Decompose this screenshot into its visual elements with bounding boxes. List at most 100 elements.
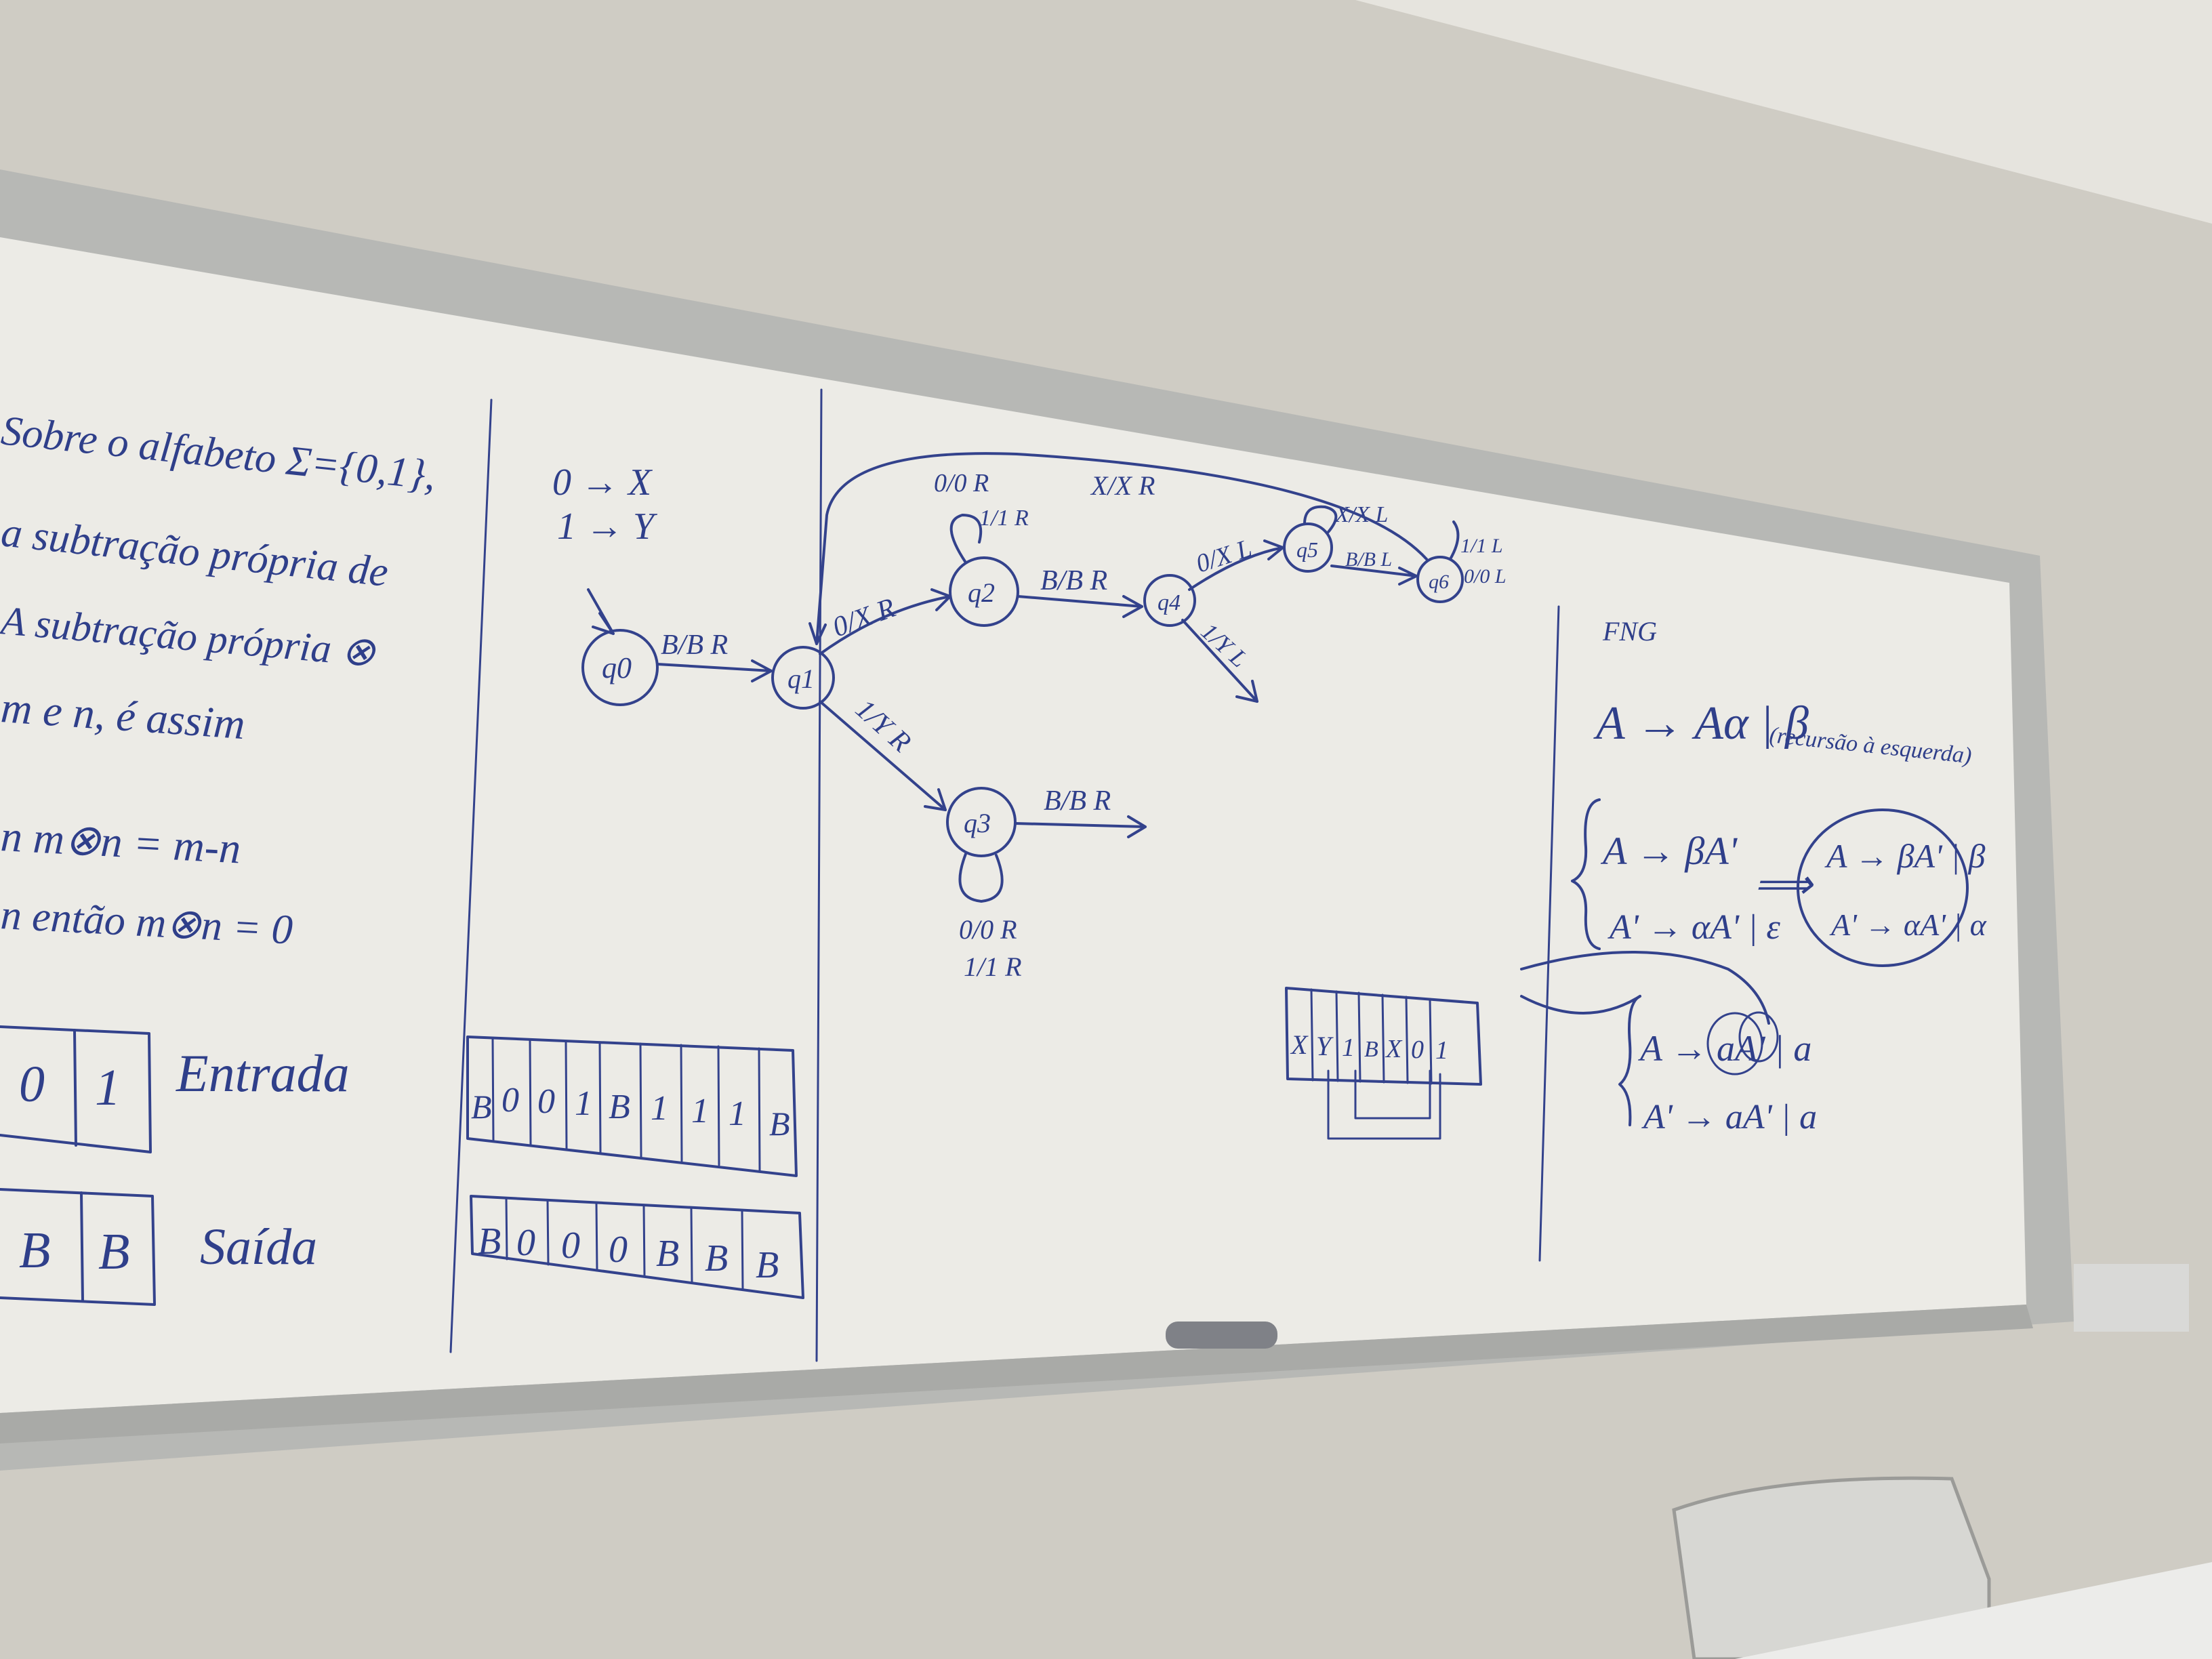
- tape-cell: 1: [575, 1084, 592, 1123]
- edge-q1-q2: [819, 588, 951, 655]
- circled-term: [1706, 1012, 1763, 1076]
- ceiling: [1355, 0, 2212, 224]
- grammar-line: A' → αA' | α: [1829, 907, 1987, 942]
- implies-arrow: ⟹: [1754, 862, 1814, 907]
- tape-cell: B: [656, 1233, 679, 1275]
- small-tape: [1285, 987, 1482, 1086]
- state-q0: [581, 629, 659, 706]
- brace: [1571, 798, 1601, 950]
- edge-label: X/X R: [1090, 470, 1155, 501]
- edge-q1-q3: [819, 700, 947, 811]
- mapping-line: 0 → X: [552, 462, 653, 504]
- wavy-separator: [1520, 951, 1770, 1025]
- mapping-line: 1 → Y: [557, 506, 658, 548]
- grammar-line: A → βA': [1600, 829, 1738, 873]
- edge-q2-q4: [1017, 595, 1143, 618]
- loop-q6: [1449, 520, 1460, 560]
- frame-bracket: [2074, 1264, 2189, 1332]
- tape-cell: 1: [1435, 1036, 1448, 1065]
- tape-cell: X: [1385, 1035, 1403, 1063]
- loop-q2: [949, 514, 983, 564]
- edge-label: B/B R: [1040, 565, 1107, 596]
- tape-cell: 1: [691, 1092, 709, 1130]
- table-corner: [1735, 1562, 2212, 1659]
- edge-q3-out: [1014, 815, 1147, 838]
- edge-label: 0/0 R: [934, 469, 989, 497]
- middle-panel: 0 → X 1 → Y B 0 0 1 B 1 1 1 B B 0 0 0 B …: [466, 462, 804, 1299]
- panel-heading: FNG: [1602, 616, 1657, 647]
- tape-cell: 1: [95, 1059, 121, 1116]
- loop-q3: [958, 853, 1004, 903]
- tape-cell: B: [609, 1088, 630, 1126]
- state-label: q3: [964, 808, 991, 838]
- tape-cell: B: [478, 1221, 501, 1263]
- brace: [1618, 995, 1641, 1126]
- tape-output: [470, 1195, 804, 1299]
- edge-label: 0/0 L: [1464, 565, 1507, 588]
- tape-cell: B: [98, 1223, 129, 1280]
- tape-cell: B: [471, 1088, 492, 1126]
- edge-label: B/B R: [661, 630, 728, 661]
- state-label: q5: [1296, 537, 1318, 562]
- tape-cell: B: [769, 1105, 790, 1143]
- edge-label: 1/1 R: [979, 506, 1029, 531]
- tape-input: [466, 1036, 798, 1177]
- tape-cell: X: [1290, 1029, 1309, 1060]
- marker-tray: [0, 1305, 2033, 1443]
- grammar-rule: A → Aα | β: [1593, 697, 1809, 750]
- state-label: q2: [968, 577, 995, 608]
- divider-line: [1538, 605, 1560, 1262]
- divider-line: [449, 398, 493, 1353]
- state-label: q6: [1429, 571, 1449, 593]
- grammar-line: A → βA' | β: [1824, 837, 1986, 875]
- tape-cell: 1: [1342, 1033, 1355, 1062]
- edge-label: B/B L: [1345, 548, 1392, 571]
- tape-cell: 1: [651, 1089, 668, 1128]
- tape-cell: 0: [1411, 1036, 1424, 1064]
- grammar-line: A' → aA' | a: [1641, 1098, 1817, 1136]
- edge-q5-q6: [1330, 565, 1418, 586]
- state-label: q1: [787, 663, 815, 694]
- tape-cell: 1: [729, 1094, 746, 1133]
- grammar-line: A' → αA' | ε: [1607, 908, 1780, 947]
- input-label: Entrada: [176, 1044, 350, 1103]
- edge-label: B/B R: [1044, 785, 1111, 817]
- edge-label: 1/1 R: [964, 951, 1022, 982]
- edge-q4-q5: [1188, 539, 1284, 591]
- tape-cell: 0: [561, 1225, 580, 1267]
- output-tape: [0, 1188, 156, 1306]
- state-q6: [1416, 556, 1464, 603]
- tape-cell: Y: [1316, 1031, 1334, 1061]
- state-label: q4: [1158, 590, 1181, 615]
- grammar-line: A → aA' | a: [1638, 1028, 1811, 1069]
- edge-q0-q1: [656, 659, 773, 682]
- tape-cell: B: [705, 1237, 728, 1279]
- tape-cell: B: [756, 1244, 779, 1286]
- circled-term: [1738, 1011, 1779, 1063]
- state-q1: [771, 646, 835, 710]
- board-surface: [0, 237, 2026, 1413]
- edge-label: 1/1 L: [1460, 535, 1503, 557]
- tape-pointers: [1327, 1069, 1441, 1140]
- state-q2: [949, 556, 1019, 627]
- tape-cell: 0: [516, 1222, 535, 1264]
- tape-cell: 0: [501, 1081, 519, 1120]
- chair: [1672, 1476, 1991, 1659]
- edge-q4-out: [1181, 619, 1258, 703]
- tape-cell: 0: [19, 1056, 45, 1113]
- divider-line: [815, 388, 823, 1362]
- result-circle: [1797, 808, 1969, 967]
- tape-cell: B: [19, 1222, 50, 1279]
- tape-cell: 0: [537, 1082, 555, 1121]
- tape-cell: 0: [609, 1229, 628, 1271]
- loop-q5: [1303, 505, 1338, 533]
- state-label: q0: [602, 651, 632, 684]
- tape-cell: B: [1364, 1037, 1378, 1062]
- edge-label: 0/0 R: [959, 914, 1017, 945]
- small-tape-sketch: X Y 1 B X 0 1: [1285, 987, 1482, 1140]
- edge-q6-q1: [808, 452, 1428, 645]
- eraser: [1166, 1322, 1277, 1349]
- state-q4: [1143, 574, 1196, 627]
- output-label: Saída: [200, 1218, 317, 1275]
